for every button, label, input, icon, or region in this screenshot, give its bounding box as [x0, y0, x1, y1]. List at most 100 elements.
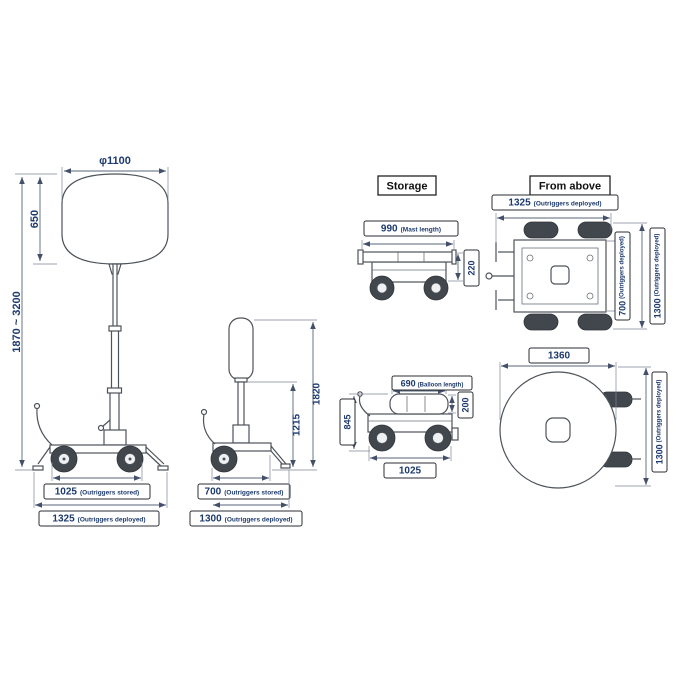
- outrigger-foot: [280, 463, 291, 469]
- handle: [36, 407, 53, 446]
- dim-front-outriggers-deployed: 1325(Outriggers deployed): [33, 472, 168, 527]
- wheel-bottom-left: [523, 313, 559, 331]
- deck-bolt: [526, 254, 534, 262]
- storage-overall-height-label: 845: [343, 414, 353, 429]
- above-track-width-label: 700(Outriggers deployed): [618, 236, 628, 316]
- dimension-label-box: [649, 227, 666, 325]
- front-outriggers-stored-label: 1025(Outriggers stored): [55, 487, 139, 498]
- dimension-label-box: [38, 510, 160, 527]
- wheel-bottom-right: [577, 313, 613, 331]
- dimension-label-box: [463, 249, 480, 287]
- handle: [358, 395, 371, 417]
- storage-title-box: [377, 175, 437, 196]
- outrigger-foot-left: [32, 465, 44, 471]
- mast-length-label: 990(Mast length): [381, 224, 441, 235]
- side-view: 1215 1820 700(Outriggers stored) 1300(Ou…: [189, 317, 323, 527]
- storage-title-label: Storage: [387, 181, 428, 193]
- dimension-label-box: [189, 510, 303, 527]
- storage-mast-view: 990(Mast length) 220: [357, 220, 480, 301]
- wheel-top-left: [523, 221, 559, 239]
- dim-balloon-length: 690(Balloon length): [391, 375, 473, 394]
- mast-cap-left: [357, 249, 364, 265]
- dim-mast-length: 990(Mast length): [361, 220, 459, 249]
- handle: [202, 413, 216, 445]
- stowed-balloon: [228, 317, 254, 381]
- wheel-axle: [222, 457, 226, 461]
- dimension-label-box: [197, 483, 291, 500]
- mast-collar: [108, 325, 122, 332]
- mast-base: [103, 429, 127, 446]
- deck-bolt: [586, 254, 594, 262]
- side-outriggers-deployed-label: 1300(Outriggers deployed): [199, 514, 292, 525]
- dim-overall-height: 1870 ~ 3200: [11, 173, 34, 471]
- dimension-label-box: [43, 483, 151, 500]
- winch-crank-knob: [97, 424, 105, 432]
- outrigger-foot-right: [157, 465, 169, 471]
- dim-stowed-balloon-height: 200: [448, 391, 474, 419]
- stowed-balloon-height-label: 200: [461, 397, 471, 412]
- dim-balloon-height: 650: [29, 173, 57, 265]
- dim-side-overall-height: 1820: [254, 319, 323, 467]
- dimension-label-box: [391, 375, 473, 391]
- front-cart: [32, 402, 169, 473]
- rear-foot: [451, 427, 459, 441]
- mast-section-top: [112, 263, 118, 331]
- balloon-height-label: 650: [29, 210, 41, 228]
- storage-section: Storage 990(Mast length): [339, 175, 480, 479]
- towbar-grip: [485, 272, 493, 280]
- wheel-left-hub: [376, 282, 388, 294]
- above-title-label: From above: [539, 181, 601, 193]
- overall-height-label: 1870 ~ 3200: [11, 291, 23, 352]
- above-length-deployed-label: 1300(Outriggers deployed): [653, 234, 663, 319]
- dimension-label-box: [457, 391, 474, 419]
- above-cart-view: 1325(Outriggers deployed) 700(Outriggers…: [485, 194, 666, 331]
- winch-crank: [101, 419, 111, 428]
- dimension-label-box: [614, 231, 631, 321]
- deck-inner: [521, 247, 599, 305]
- dim-storage-overall-height: 845: [339, 393, 388, 452]
- handle-grip: [200, 408, 208, 416]
- dim-side-outriggers-stored: 700(Outriggers stored): [197, 455, 291, 500]
- dim-balloon-diameter: φ1100: [61, 155, 169, 201]
- above-width-deployed-label: 1325(Outriggers deployed): [508, 198, 601, 209]
- outrigger-right: [145, 446, 165, 468]
- dimension-label-box: [491, 194, 619, 211]
- dim-side-outriggers-deployed: 1300(Outriggers deployed): [189, 470, 303, 527]
- mast-holder: [232, 424, 250, 444]
- balloon-top-fitting: [545, 417, 571, 443]
- above-title: From above: [529, 175, 611, 196]
- wheel-right-hub: [432, 432, 444, 444]
- wheel-right-hub: [430, 282, 442, 294]
- outrigger-rear: [270, 445, 287, 467]
- above-section: From above: [485, 175, 668, 489]
- stowed-balloon: [389, 393, 449, 415]
- dimension-label-box: [528, 347, 590, 364]
- wheel-right-axle: [128, 457, 132, 461]
- wheel-left-axle: [62, 457, 66, 461]
- dim-storage-overall-length: 1025: [368, 446, 452, 479]
- mast-section-mid: [110, 329, 120, 393]
- mast-tube: [361, 251, 455, 263]
- dim-stowed-mast-height: 220: [448, 249, 480, 287]
- balloon-outline: [61, 173, 169, 265]
- dimension-label-box: [363, 220, 459, 237]
- cart-frame: [49, 444, 147, 454]
- above-balloon-diameter-label: 1360: [548, 351, 571, 362]
- dim-above-length-deployed: 1300(Outriggers deployed): [613, 222, 666, 330]
- outrigger-left: [37, 446, 51, 465]
- mast-collar: [106, 387, 123, 394]
- stowed-mast-height-label: 220: [467, 260, 477, 275]
- dim-above-balloon-diameter: 1360: [499, 347, 617, 420]
- mast: [97, 263, 123, 446]
- storage-overall-length-label: 1025: [399, 466, 422, 477]
- balloon-diameter-label: φ1100: [99, 155, 131, 167]
- front-outriggers-deployed-label: 1325(Outriggers deployed): [52, 514, 145, 525]
- side-outriggers-stored-label: 700(Outriggers stored): [205, 487, 284, 498]
- above-balloon-view: 1360 1300(Outriggers deployed): [499, 347, 668, 489]
- dimension-label-box: [339, 398, 356, 446]
- side-mast-height-label: 1215: [292, 413, 303, 436]
- mast-cap-right: [451, 249, 457, 265]
- storage-title: Storage: [377, 175, 437, 196]
